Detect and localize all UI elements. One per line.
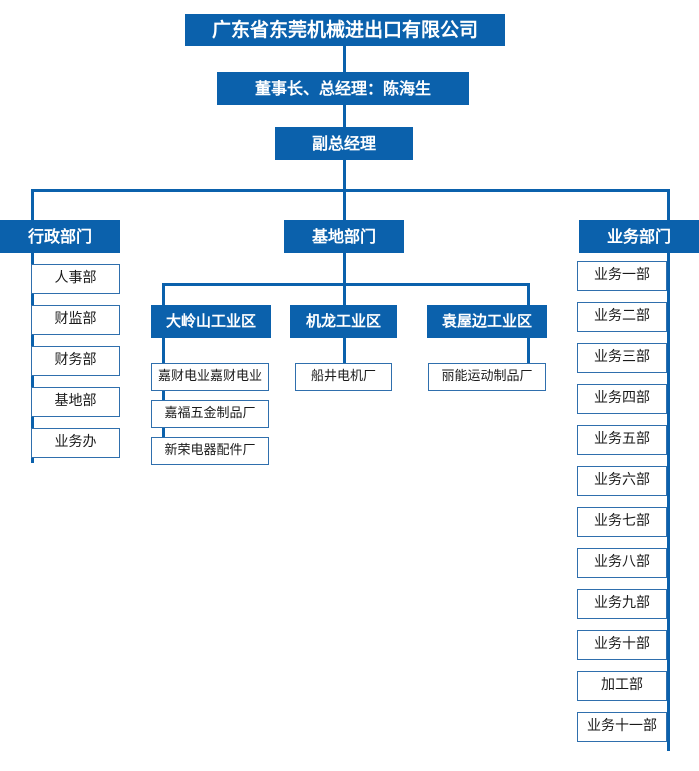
node-chairman-gm[interactable]: 董事长、总经理：陈海生: [217, 72, 469, 105]
connector-zonebus-to-jilong: [343, 283, 346, 305]
connector-bus-to-admin: [31, 189, 34, 220]
node-business-child-9[interactable]: 业务九部: [577, 589, 667, 619]
node-dalingshan-factory-1[interactable]: 嘉财电业嘉财电业: [151, 363, 269, 391]
connector-chairman-to-vicegm: [343, 105, 346, 127]
node-dalingshan-factory-2[interactable]: 嘉福五金制品厂: [151, 400, 269, 428]
node-admin-child-1[interactable]: 人事部: [31, 264, 120, 294]
node-business-child-8[interactable]: 业务八部: [577, 548, 667, 578]
connector-base-to-zonebus: [343, 253, 346, 285]
connector-division-bus: [31, 189, 670, 192]
node-business-child-5[interactable]: 业务五部: [577, 425, 667, 455]
node-business-child-7[interactable]: 业务七部: [577, 507, 667, 537]
connector-jilong-drop: [343, 338, 346, 363]
node-admin-child-5[interactable]: 业务办: [31, 428, 120, 458]
node-company-root[interactable]: 广东省东莞机械进出口有限公司: [185, 14, 505, 46]
node-business-child-11[interactable]: 加工部: [577, 671, 667, 701]
connector-yuanwubian-drop: [527, 338, 530, 363]
connector-zonebus-to-daling: [162, 283, 165, 305]
node-division-admin[interactable]: 行政部门: [0, 220, 120, 253]
node-business-child-2[interactable]: 业务二部: [577, 302, 667, 332]
node-division-business[interactable]: 业务部门: [579, 220, 699, 253]
node-dalingshan-factory-3[interactable]: 新荣电器配件厂: [151, 437, 269, 465]
node-business-child-6[interactable]: 业务六部: [577, 466, 667, 496]
node-zone-jilong[interactable]: 机龙工业区: [290, 305, 397, 338]
node-business-child-4[interactable]: 业务四部: [577, 384, 667, 414]
node-yuanwubian-factory-1[interactable]: 丽能运动制品厂: [428, 363, 546, 391]
node-division-base[interactable]: 基地部门: [284, 220, 404, 253]
connector-bus-to-base: [343, 189, 346, 220]
node-business-child-1[interactable]: 业务一部: [577, 261, 667, 291]
node-jilong-factory-1[interactable]: 船井电机厂: [295, 363, 392, 391]
node-admin-child-2[interactable]: 财监部: [31, 305, 120, 335]
connector-vicegm-to-bus: [343, 160, 346, 189]
node-admin-child-4[interactable]: 基地部: [31, 387, 120, 417]
node-business-child-3[interactable]: 业务三部: [577, 343, 667, 373]
node-business-child-12[interactable]: 业务十一部: [577, 712, 667, 742]
connector-bus-to-business: [667, 189, 670, 220]
connector-zonebus-to-yuanwubian: [527, 283, 530, 305]
node-admin-child-3[interactable]: 财务部: [31, 346, 120, 376]
node-zone-dalingshan[interactable]: 大岭山工业区: [151, 305, 271, 338]
node-vice-general-manager[interactable]: 副总经理: [275, 127, 413, 160]
node-zone-yuanwubian[interactable]: 袁屋边工业区: [427, 305, 547, 338]
connector-root-to-chairman: [343, 46, 346, 72]
connector-business-spine: [667, 253, 670, 751]
node-business-child-10[interactable]: 业务十部: [577, 630, 667, 660]
